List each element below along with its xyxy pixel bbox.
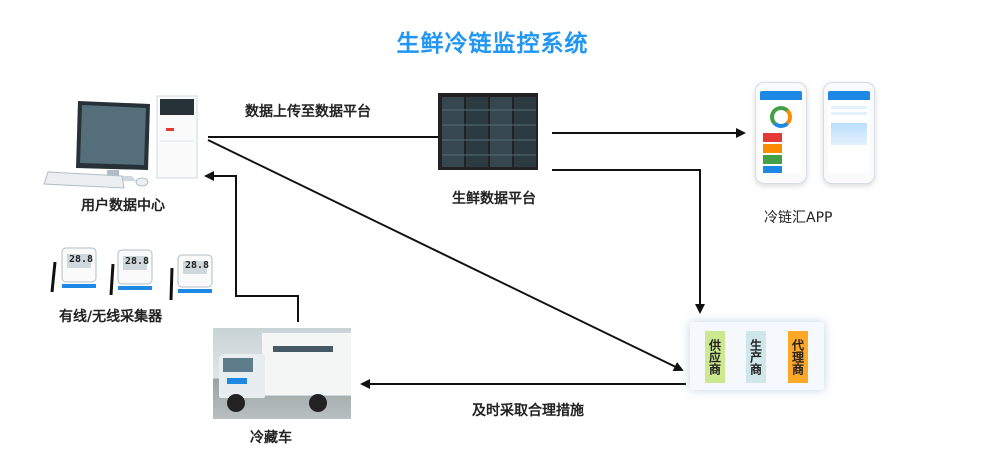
sensor-device-icon (109, 249, 153, 296)
supplier-tag: 供应商 (705, 331, 725, 383)
app-label: 冷链汇APP (764, 210, 833, 226)
phone-icon (823, 82, 875, 184)
computer-icon (43, 95, 198, 189)
sensor-reading: 28.8 (69, 254, 94, 265)
upload-label: 数据上传至数据平台 (245, 104, 371, 120)
collectors-label: 有线/无线采集器 (59, 309, 163, 325)
arrow-center-to-partners (207, 139, 684, 372)
server-icon (438, 93, 538, 170)
measures-label: 及时采取合理措施 (472, 403, 584, 419)
platform-label: 生鲜数据平台 (452, 191, 536, 207)
partners-card: 供应商 生产商 代理商 (690, 322, 824, 390)
arrow-platform-to-partners (552, 169, 705, 314)
agent-tag: 代理商 (788, 331, 808, 383)
sensor-device-icon (169, 254, 213, 301)
phone-icon (755, 82, 807, 184)
truck-label: 冷藏车 (250, 430, 292, 446)
diagram-title: 生鲜冷链监控系统 (396, 31, 589, 57)
user-center-label: 用户数据中心 (81, 198, 165, 214)
arrow-truck-to-center (204, 171, 299, 322)
sensor-reading: 28.8 (125, 256, 150, 267)
truck-image (213, 328, 351, 419)
sensor-device-icon (50, 247, 97, 293)
producer-tag: 生产商 (746, 331, 766, 383)
sensor-reading: 28.8 (185, 260, 210, 271)
